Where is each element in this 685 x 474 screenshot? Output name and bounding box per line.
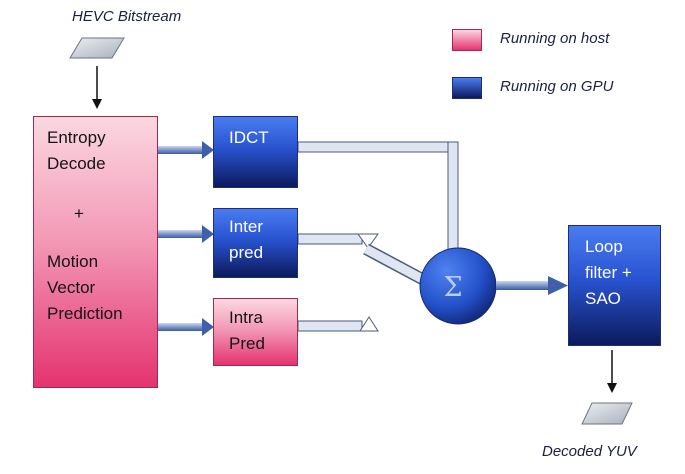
- legend-host-swatch: [452, 29, 482, 51]
- inter-pred-block: Inter pred: [213, 208, 298, 278]
- entropy-line-5: Vector: [47, 278, 96, 297]
- intra-switch: [359, 316, 379, 332]
- legend-gpu-label: Running on GPU: [500, 78, 614, 95]
- legend-host-label: Running on host: [500, 30, 610, 47]
- output-yuv-shape: [581, 402, 633, 425]
- inter-label-2: pred: [229, 243, 264, 262]
- intra-pred-block: Intra Pred: [213, 298, 298, 366]
- arrow-to-intra: [158, 318, 214, 336]
- entropy-line-3: +: [74, 204, 84, 223]
- entropy-decode-block: Entropy Decode + Motion Vector Predictio…: [33, 116, 158, 388]
- legend-gpu-swatch: [452, 77, 482, 99]
- output-arrowhead: [607, 383, 617, 393]
- loop-label-3: SAO: [585, 289, 621, 308]
- sum-symbol: Σ: [443, 272, 462, 303]
- entropy-line-1: Entropy: [47, 128, 106, 147]
- entropy-line-4: Motion: [47, 252, 99, 271]
- loop-filter-block: Loop filter + SAO: [568, 225, 661, 346]
- entropy-line-6: Prediction: [47, 304, 123, 323]
- arrow-to-idct: [158, 141, 214, 159]
- input-label: HEVC Bitstream: [72, 8, 182, 25]
- intra-label-2: Pred: [229, 334, 265, 353]
- arrow-to-loop-filter: [496, 276, 568, 295]
- input-bitstream-shape: [69, 37, 125, 59]
- idct-block: IDCT: [213, 116, 298, 188]
- entropy-line-2: Decode: [47, 154, 106, 173]
- inter-label-1: Inter: [229, 217, 264, 236]
- intra-output-line: [297, 316, 379, 332]
- intra-label-1: Intra: [229, 308, 264, 327]
- loop-label-1: Loop: [585, 237, 623, 256]
- inter-output-line: [297, 233, 427, 286]
- idct-label: IDCT: [229, 128, 269, 147]
- inter-switch: [357, 233, 379, 249]
- output-label: Decoded YUV: [542, 443, 637, 460]
- arrow-to-inter: [158, 225, 214, 243]
- input-arrowhead: [92, 99, 102, 109]
- loop-label-2: filter +: [585, 263, 632, 282]
